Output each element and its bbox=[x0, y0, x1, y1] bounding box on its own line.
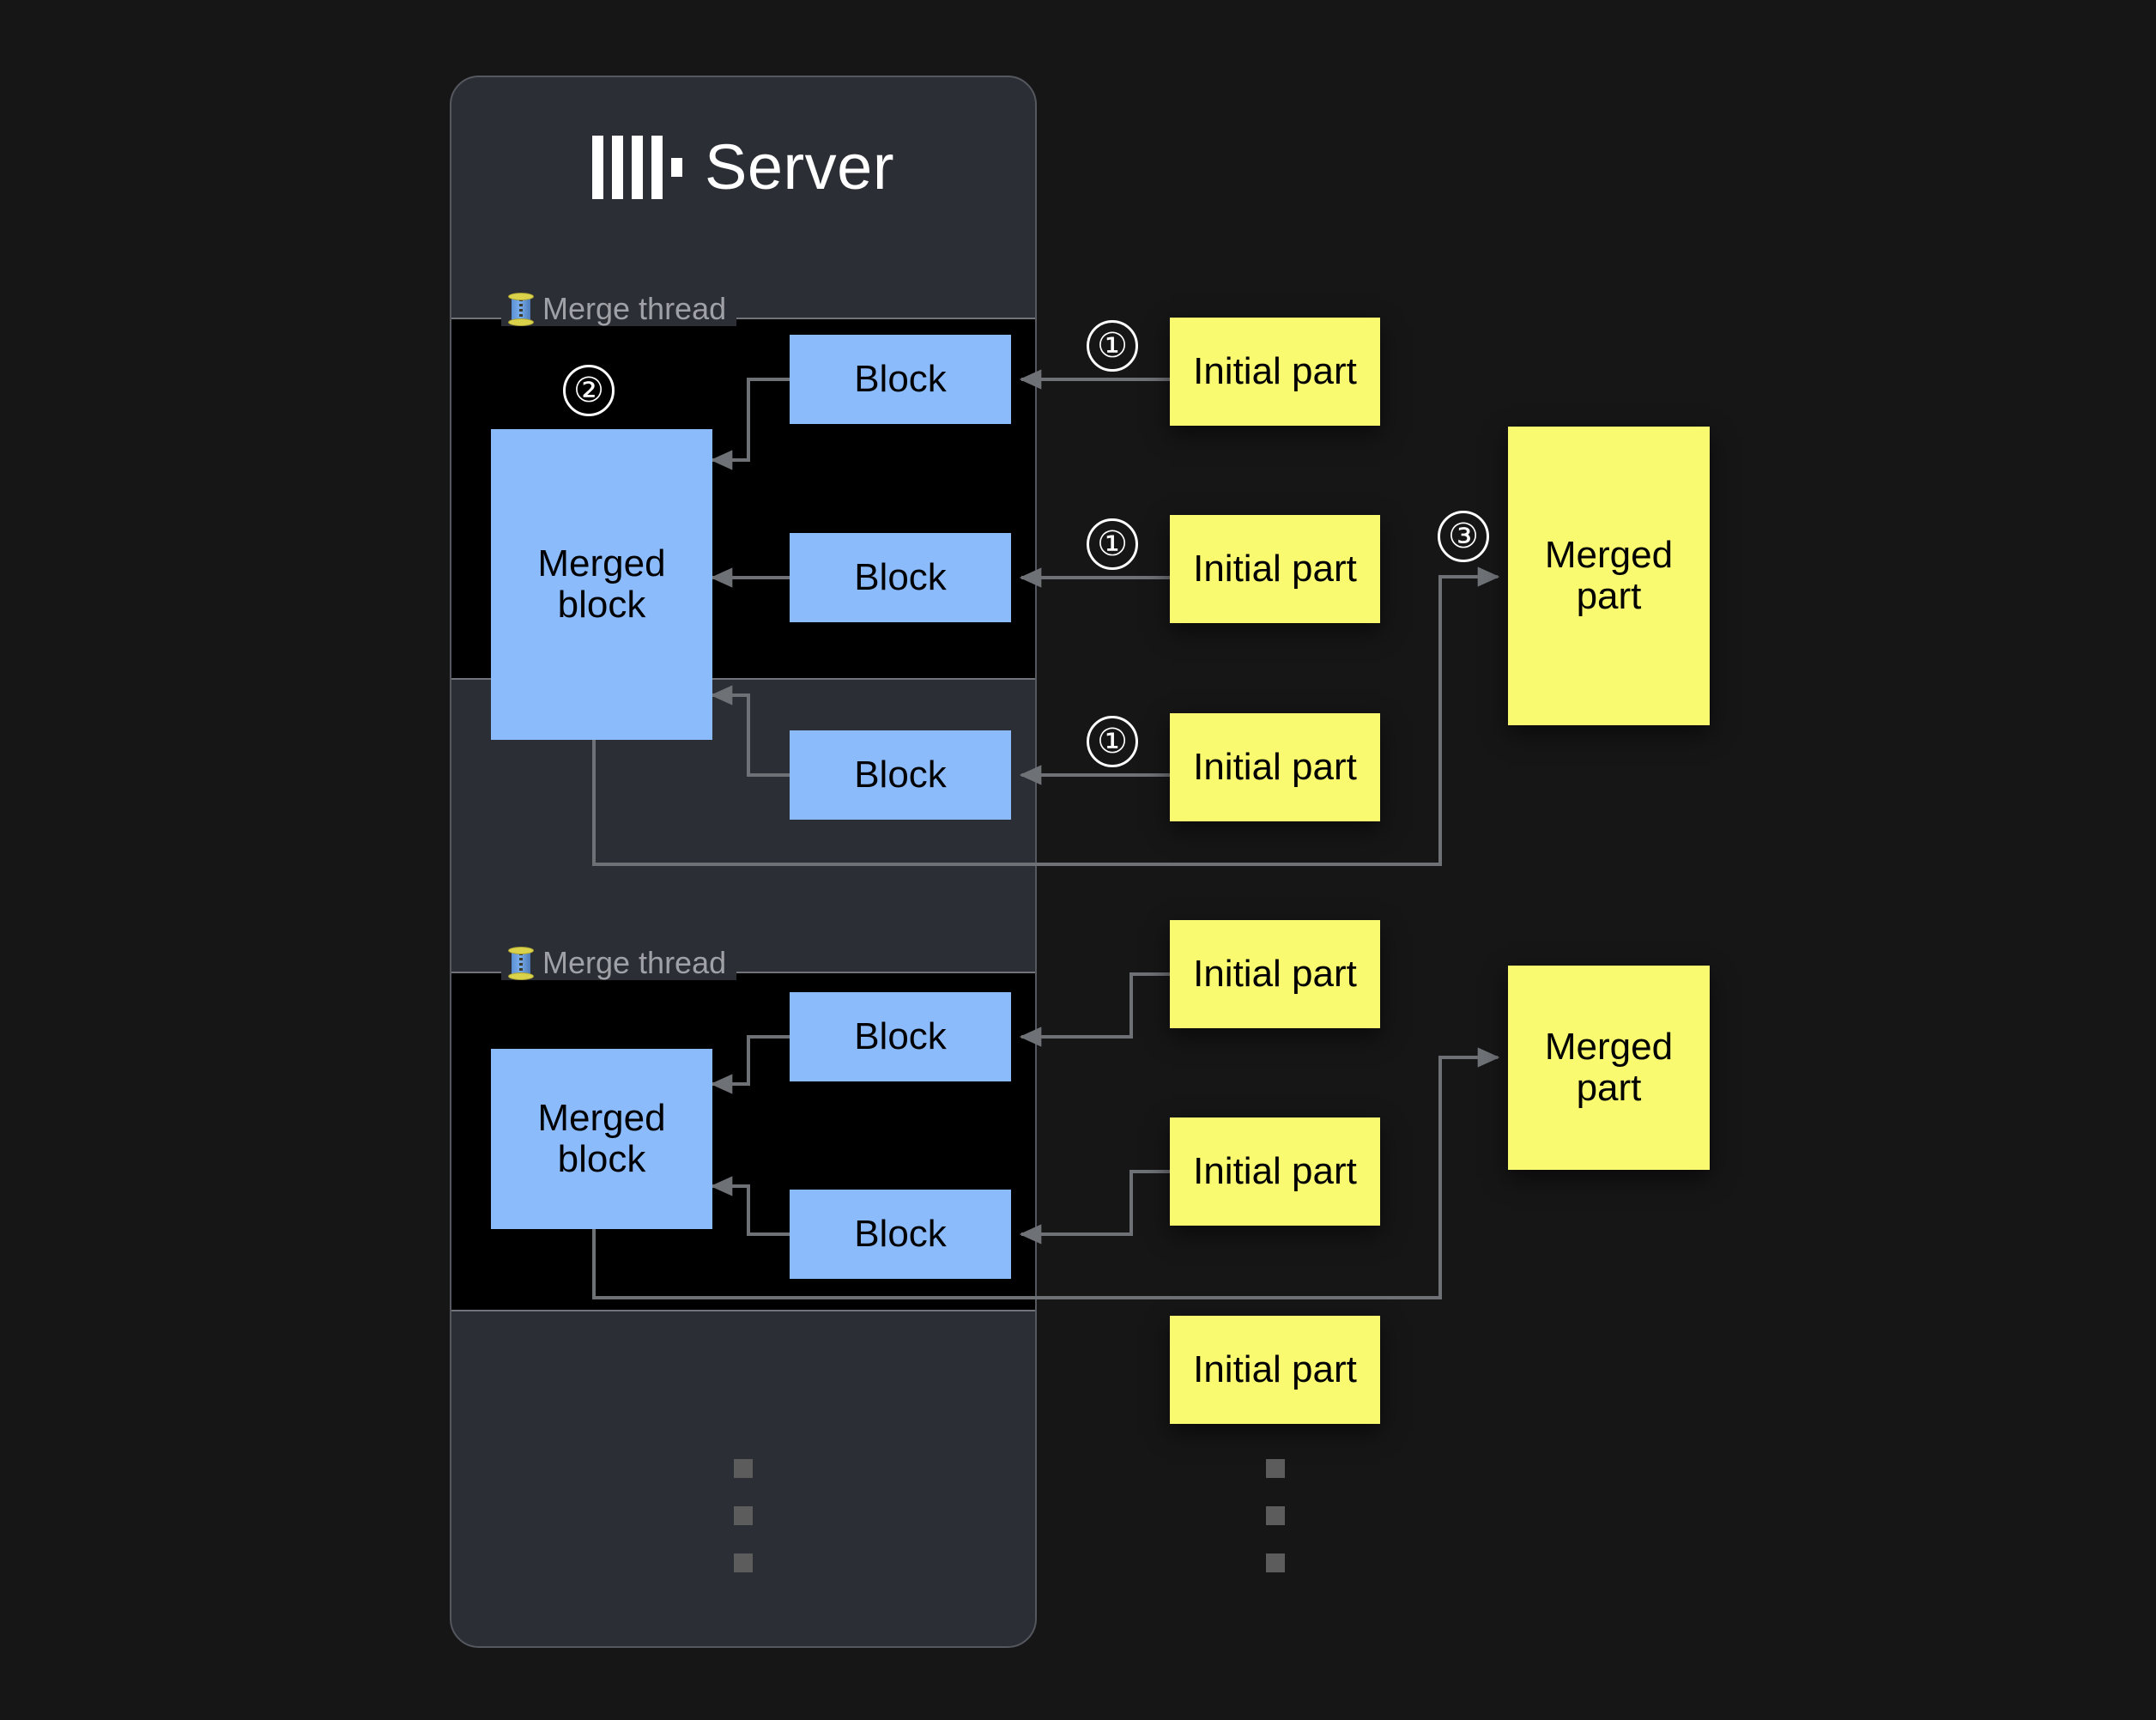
block-label: Block bbox=[854, 358, 947, 401]
merged-part-label: Merged part bbox=[1544, 1026, 1674, 1109]
initial-part-3: Initial part bbox=[1170, 713, 1380, 821]
initial-part-label: Initial part bbox=[1193, 350, 1357, 393]
server-title: Server bbox=[705, 131, 894, 203]
merged-part-label: Merged part bbox=[1544, 534, 1674, 617]
merged-block-1: Merged block bbox=[491, 429, 712, 740]
thread-spool-icon bbox=[508, 292, 534, 326]
initial-part-5: Initial part bbox=[1170, 1117, 1380, 1226]
clickhouse-logo-icon bbox=[592, 136, 683, 199]
step-marker-1b: ① bbox=[1087, 518, 1138, 570]
merged-block-2: Merged block bbox=[491, 1049, 712, 1229]
block-1-3: Block bbox=[790, 730, 1011, 820]
block-1-1: Block bbox=[790, 335, 1011, 424]
initial-part-label: Initial part bbox=[1193, 746, 1357, 789]
block-label: Block bbox=[854, 754, 947, 796]
merged-block-label: Merged block bbox=[537, 542, 666, 626]
initial-part-1: Initial part bbox=[1170, 318, 1380, 426]
merged-part-2: Merged part bbox=[1508, 966, 1710, 1170]
merge-thread-label: Merge thread bbox=[542, 945, 727, 980]
merged-part-1: Merged part bbox=[1508, 427, 1710, 725]
initial-part-label: Initial part bbox=[1193, 1150, 1357, 1193]
initial-part-4: Initial part bbox=[1170, 920, 1380, 1028]
merge-thread-legend-1: Merge thread bbox=[501, 291, 737, 326]
merge-thread-label: Merge thread bbox=[542, 291, 727, 326]
initial-part-label: Initial part bbox=[1193, 1348, 1357, 1391]
block-1-2: Block bbox=[790, 533, 1011, 622]
block-label: Block bbox=[854, 1213, 947, 1256]
step-marker-1a: ① bbox=[1087, 320, 1138, 372]
step-marker-3: ③ bbox=[1438, 511, 1489, 562]
server-header: Server bbox=[451, 77, 1035, 257]
initial-part-2: Initial part bbox=[1170, 515, 1380, 623]
thread-spool-icon bbox=[508, 946, 534, 980]
step-marker-1c: ① bbox=[1087, 716, 1138, 767]
block-label: Block bbox=[854, 1015, 947, 1058]
initial-part-6: Initial part bbox=[1170, 1316, 1380, 1424]
initial-part-label: Initial part bbox=[1193, 953, 1357, 996]
block-label: Block bbox=[854, 556, 947, 599]
parts-ellipsis bbox=[1266, 1459, 1285, 1572]
initial-part-label: Initial part bbox=[1193, 548, 1357, 590]
server-ellipsis bbox=[734, 1459, 753, 1572]
block-2-1: Block bbox=[790, 992, 1011, 1081]
merge-thread-legend-2: Merge thread bbox=[501, 945, 737, 980]
merged-block-label: Merged block bbox=[537, 1097, 666, 1180]
step-marker-2: ② bbox=[563, 365, 615, 416]
block-2-2: Block bbox=[790, 1190, 1011, 1279]
